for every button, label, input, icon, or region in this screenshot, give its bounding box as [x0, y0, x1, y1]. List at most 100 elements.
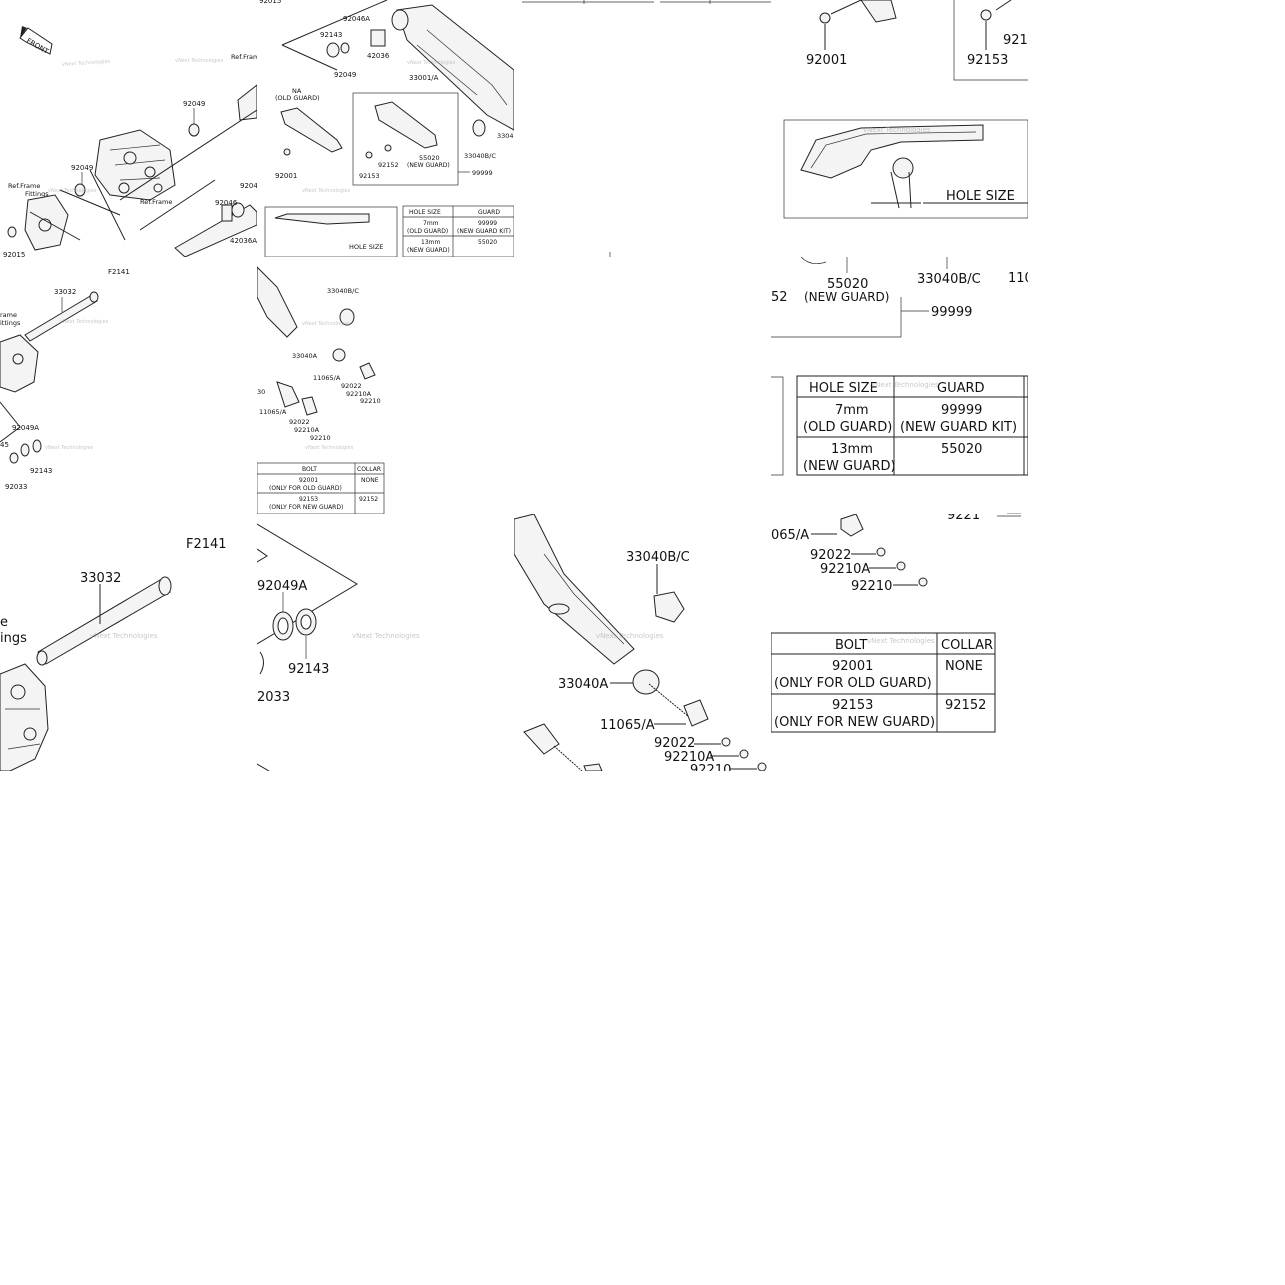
- tile-axle: F2141 33032 rame ittings 92049A 45 92143…: [0, 257, 257, 514]
- drawing-line: [259, 651, 264, 675]
- guard-cell-guard-2a: 55020: [941, 442, 982, 457]
- mini-bolt-cell: (ONLY FOR OLD GUARD): [269, 485, 342, 492]
- drawing-line: [74, 183, 86, 197]
- watermark: vNext Technologies: [596, 632, 664, 640]
- tile-zoom-adjusters: 33040B/C 33040A 11065/A 92022 92210A 922…: [514, 514, 771, 771]
- label-92049: 92049: [334, 71, 356, 79]
- label-new-guard: (NEW GUARD): [407, 162, 450, 169]
- label-new-guard-zoom: (NEW GUARD): [804, 290, 889, 304]
- watermark: vNext Technologies: [302, 321, 351, 327]
- drawing-line: [153, 183, 163, 193]
- drawing-line: [553, 745, 583, 771]
- label-na: NA: [292, 87, 302, 95]
- drawing-line: [257, 763, 270, 771]
- label-92049a-zoom: 92049A: [257, 579, 307, 594]
- label-33032-zoom: 33032: [80, 571, 121, 586]
- drawing-line: [771, 376, 784, 476]
- mini-bolt-header: BOLT: [302, 466, 317, 473]
- mini-collar-header: COLLAR: [357, 466, 381, 473]
- mini-guard-cell: 7mm: [423, 220, 439, 227]
- mini-guard-cell: (NEW GUARD): [407, 247, 450, 254]
- label-3304-crop: 3304: [497, 132, 514, 140]
- mini-guard-cell: (NEW GUARD KIT): [457, 228, 511, 235]
- drawing-line: [876, 547, 886, 557]
- label-9221-crop: 9221: [947, 514, 980, 523]
- diagram-id-small: F2141: [108, 268, 130, 276]
- drawing-line: [32, 439, 42, 453]
- mini-bolt-cell: 92152: [359, 496, 378, 503]
- mini-bolt-cell: 92153: [299, 496, 318, 503]
- drawing-line: [683, 699, 709, 727]
- label-92022-zoom: 92022: [654, 736, 695, 751]
- drawing-line: [257, 266, 298, 338]
- label-33040bc: 33040B/C: [464, 152, 496, 160]
- drawing-line: [237, 84, 257, 121]
- drawing-line: [274, 213, 370, 225]
- label-33040bc-small: 33040B/C: [327, 287, 359, 295]
- label-52-crop: 52: [771, 290, 788, 305]
- label-921-crop: 921: [1003, 33, 1028, 48]
- label-92143: 92143: [320, 31, 342, 39]
- watermark: vNext Technologies: [60, 319, 109, 325]
- drawing-line: [12, 353, 24, 365]
- drawing-line: [416, 29, 508, 106]
- mini-guard-cell: 13mm: [421, 239, 440, 246]
- label-92015: 92015: [3, 251, 25, 257]
- collar-cell-1: NONE: [945, 659, 983, 674]
- drawing-line: [514, 514, 635, 665]
- drawing-line: [257, 462, 385, 514]
- drawing-line: [860, 0, 897, 23]
- label-92210-zoom: 92210: [690, 763, 731, 771]
- label-92049-a: 92049: [183, 100, 205, 108]
- mini-guard-cell: 55020: [478, 239, 497, 246]
- label-92143-zoom: 92143: [288, 662, 329, 677]
- label-ref-frame-top: Ref.Frame: [231, 53, 257, 61]
- drawing-line: [264, 206, 398, 257]
- label-11065a-small: 11065/A: [313, 374, 341, 382]
- drawing-line: [221, 204, 233, 222]
- drawing-line: [19, 27, 53, 55]
- drawing-line: [523, 723, 560, 755]
- drawing-line: [36, 650, 48, 666]
- drawing-line: [472, 119, 486, 137]
- label-92046a: 92046A: [343, 15, 370, 23]
- label-92210-small: 92210: [360, 397, 381, 405]
- drawing-line: [918, 577, 928, 587]
- drawing-line: [89, 291, 99, 303]
- drawing-line: [158, 576, 172, 596]
- drawing-line: [810, 131, 977, 169]
- label-92210-zoom-2: 92210: [851, 579, 892, 594]
- drawing-line: [402, 205, 514, 257]
- drawing-line: [119, 109, 257, 231]
- drawing-line: [721, 737, 731, 747]
- drawing-line: [37, 579, 171, 665]
- label-92153: 92153: [359, 172, 380, 180]
- drawing-line: [819, 12, 831, 24]
- drawing-line: [144, 166, 156, 178]
- watermark: vNext Technologies: [90, 632, 158, 640]
- drawing-line: [548, 603, 570, 615]
- label-fittings-crop: ittings: [0, 319, 21, 327]
- drawing-line: [276, 381, 300, 408]
- drawing-line: [840, 514, 864, 537]
- tile-zoom-guard-table: 55020 (NEW GUARD) 52 33040B/C 110 99999 …: [771, 257, 1028, 514]
- drawing-line: [771, 297, 929, 338]
- watermark: vNext Technologies: [62, 59, 111, 68]
- drawing-line: [800, 124, 984, 179]
- drawing-line: [300, 614, 312, 630]
- drawing-line: [24, 294, 98, 342]
- label-92143-small: 92143: [30, 467, 52, 475]
- label-92210-small-2: 92210: [310, 434, 331, 442]
- tile-overview-frame: FRONT 92049 92049 Ref.Frame Fittings Ref…: [0, 0, 257, 257]
- label-45-crop: 45: [0, 441, 9, 449]
- drawing-line: [391, 9, 409, 31]
- tile-blank-area-2: [514, 257, 771, 514]
- label-ref-frame: Ref.Frame: [140, 198, 172, 206]
- drawing-line: [89, 169, 126, 241]
- label-99999: 99999: [472, 169, 493, 177]
- drawing-line: [896, 561, 906, 571]
- tile-overview-swingarm: 92143 92046A 92049 42036 33001/A 92015 N…: [257, 0, 514, 257]
- drawing-line: [980, 9, 992, 21]
- drawing-line: [800, 257, 827, 264]
- guard-cell-hole-2b: (NEW GUARD): [803, 459, 896, 474]
